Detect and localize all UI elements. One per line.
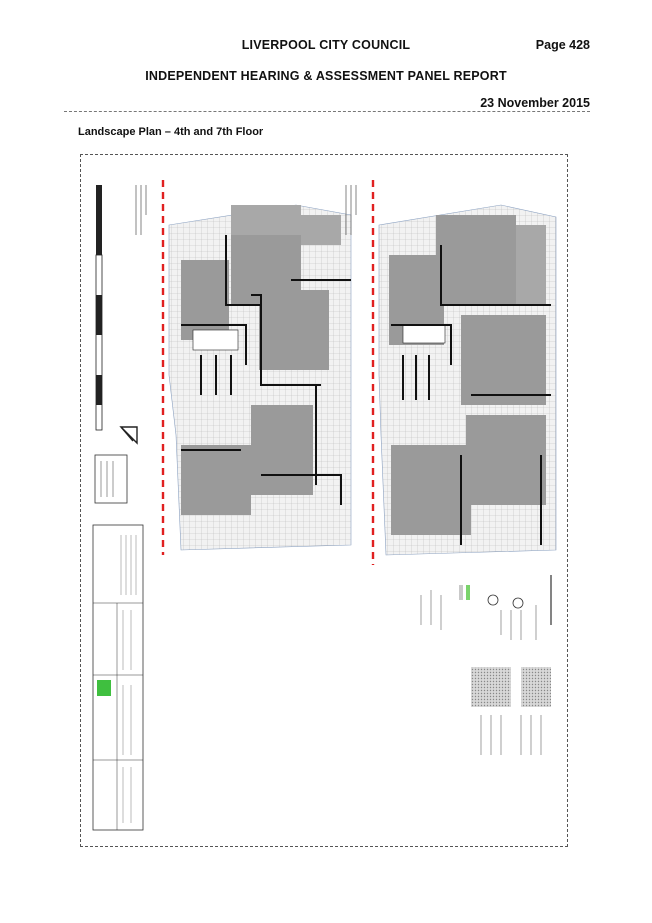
plan-4th-floor [135, 180, 352, 555]
landscape-plan-svg [92, 180, 557, 831]
page-number: Page 428 [535, 38, 590, 52]
title-block [92, 524, 144, 831]
figure-caption: Landscape Plan – 4th and 7th Floor [78, 126, 264, 138]
scale-bar [95, 185, 103, 431]
report-title: INDEPENDENT HEARING & ASSESSMENT PANEL R… [145, 69, 507, 83]
council-name: LIVERPOOL CITY COUNCIL [241, 38, 411, 52]
report-date: 23 November 2015 [480, 96, 590, 110]
landscape-plan-drawing [80, 154, 568, 847]
legend [420, 575, 552, 755]
header-divider [64, 111, 590, 112]
note-box [94, 454, 128, 504]
plan-7th-floor [345, 180, 557, 565]
north-arrow-icon [119, 426, 138, 445]
